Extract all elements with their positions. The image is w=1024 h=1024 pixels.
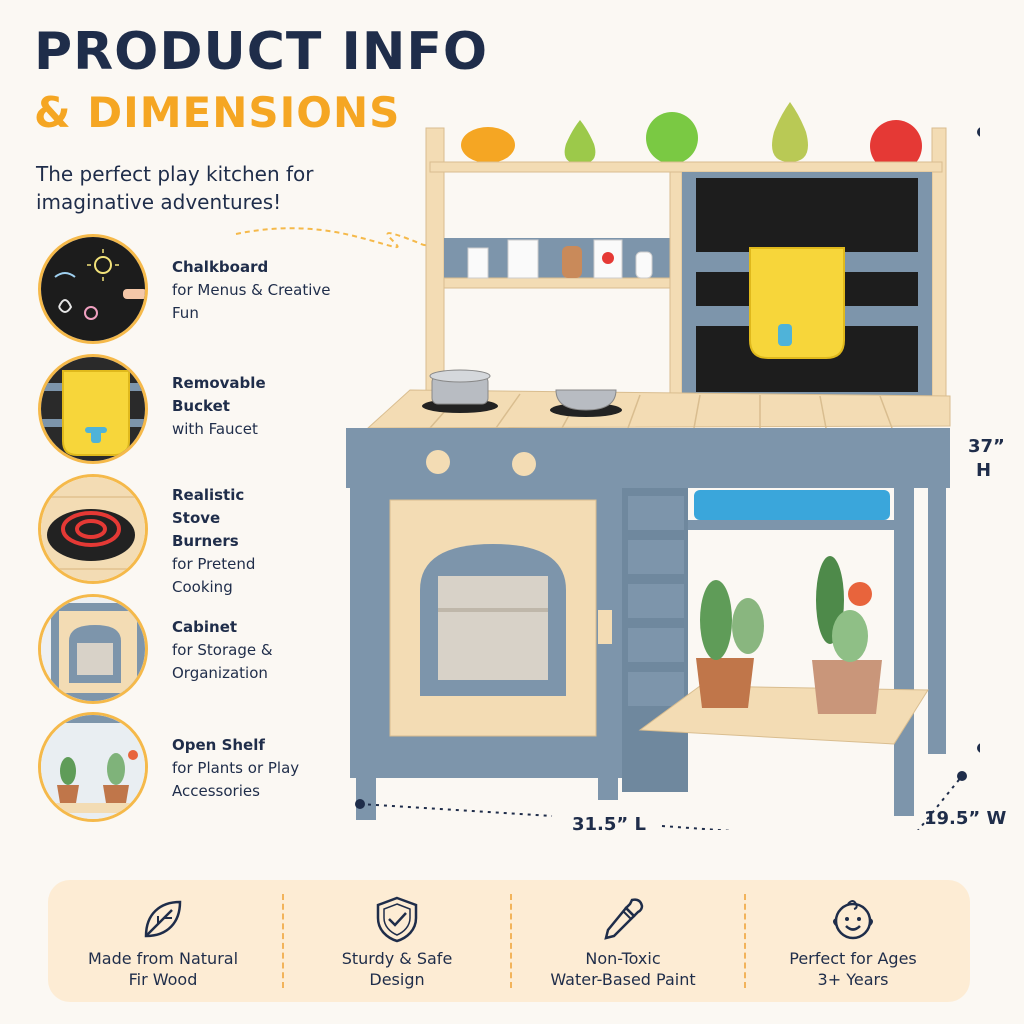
- banner-text-line1: Non-Toxic: [585, 949, 661, 968]
- pear-right: [772, 102, 808, 162]
- squiggle-arrow-icon: [235, 227, 433, 249]
- pear-left: [564, 120, 596, 164]
- banner-text-line1: Made from Natural: [87, 949, 239, 968]
- yellow-bucket: [749, 247, 845, 359]
- chalkboard-icon: [38, 234, 148, 344]
- feature-title: Chalkboard: [172, 258, 269, 276]
- width-dimension-line: [917, 775, 963, 830]
- feature-desc: with Faucet: [172, 420, 258, 438]
- feature-title: Realistic Stove Burners: [172, 486, 245, 550]
- plant-shelf-icon: [38, 712, 148, 822]
- apple: [646, 112, 698, 164]
- tagline: The perfect play kitchen for imaginative…: [36, 162, 314, 214]
- feature-desc: for Menus & Creative Fun: [172, 281, 331, 322]
- feature-banner: Made from Natural Fir Wood Sturdy & Safe…: [48, 880, 970, 1002]
- length-dimension-line-left: [359, 803, 553, 817]
- feature-stove: Realistic Stove Burners for Pretend Cook…: [38, 474, 338, 596]
- height-label: 37”: [968, 436, 1005, 457]
- feature-title: Cabinet: [172, 618, 238, 636]
- feature-chalkboard: Chalkboard for Menus & Creative Fun: [38, 234, 338, 346]
- feature-desc: for Plants or Play Accessories: [172, 759, 300, 800]
- cabinet-icon: [38, 594, 148, 704]
- feature-bucket: Removable Bucket with Faucet: [38, 354, 338, 466]
- feature-title: Open Shelf: [172, 736, 265, 754]
- banner-text-line2: Fir Wood: [128, 970, 198, 989]
- sink-basin: [694, 490, 890, 520]
- play-kitchen-illustration: [346, 102, 980, 830]
- shield-check-icon: [376, 896, 418, 943]
- banner-item-sturdy: Sturdy & Safe Design: [282, 880, 512, 1002]
- page-subtitle: & DIMENSIONS: [34, 88, 401, 137]
- feature-title: Removable Bucket: [172, 374, 266, 415]
- tomato: [870, 120, 922, 172]
- banner-item-non-toxic: Non-Toxic Water-Based Paint: [508, 880, 738, 1002]
- length-dimension-line-right: [661, 825, 733, 830]
- banner-item-ages: Perfect for Ages 3+ Years: [738, 880, 968, 1002]
- feature-desc: for Pretend Cooking: [172, 555, 256, 596]
- banner-text-line2: Design: [369, 970, 425, 989]
- width-label: 19.5” W: [924, 808, 1007, 829]
- page-title: PRODUCT INFO: [34, 22, 489, 82]
- paint-dropper-icon: [604, 898, 644, 940]
- bucket-icon: [38, 354, 148, 464]
- stove-knob-left: [426, 450, 450, 474]
- banner-text-line2: 3+ Years: [817, 970, 889, 989]
- stove-knob-right: [512, 452, 536, 476]
- length-label: 31.5” L: [572, 814, 646, 835]
- height-unit-label: H: [976, 460, 992, 481]
- feature-open-shelf: Open Shelf for Plants or Play Accessorie…: [38, 712, 338, 824]
- banner-text-line1: Perfect for Ages: [789, 949, 917, 968]
- banner-text-line2: Water-Based Paint: [550, 970, 696, 989]
- leaf-icon: [144, 900, 182, 938]
- banner-text-line1: Sturdy & Safe: [341, 949, 453, 968]
- baby-face-icon: [833, 900, 873, 940]
- feature-desc: for Storage & Organization: [172, 641, 273, 682]
- banner-item-fir-wood: Made from Natural Fir Wood: [48, 880, 278, 1002]
- stove-burner-icon: [38, 474, 148, 584]
- pumpkin: [461, 127, 515, 163]
- feature-cabinet: Cabinet for Storage & Organization: [38, 594, 338, 706]
